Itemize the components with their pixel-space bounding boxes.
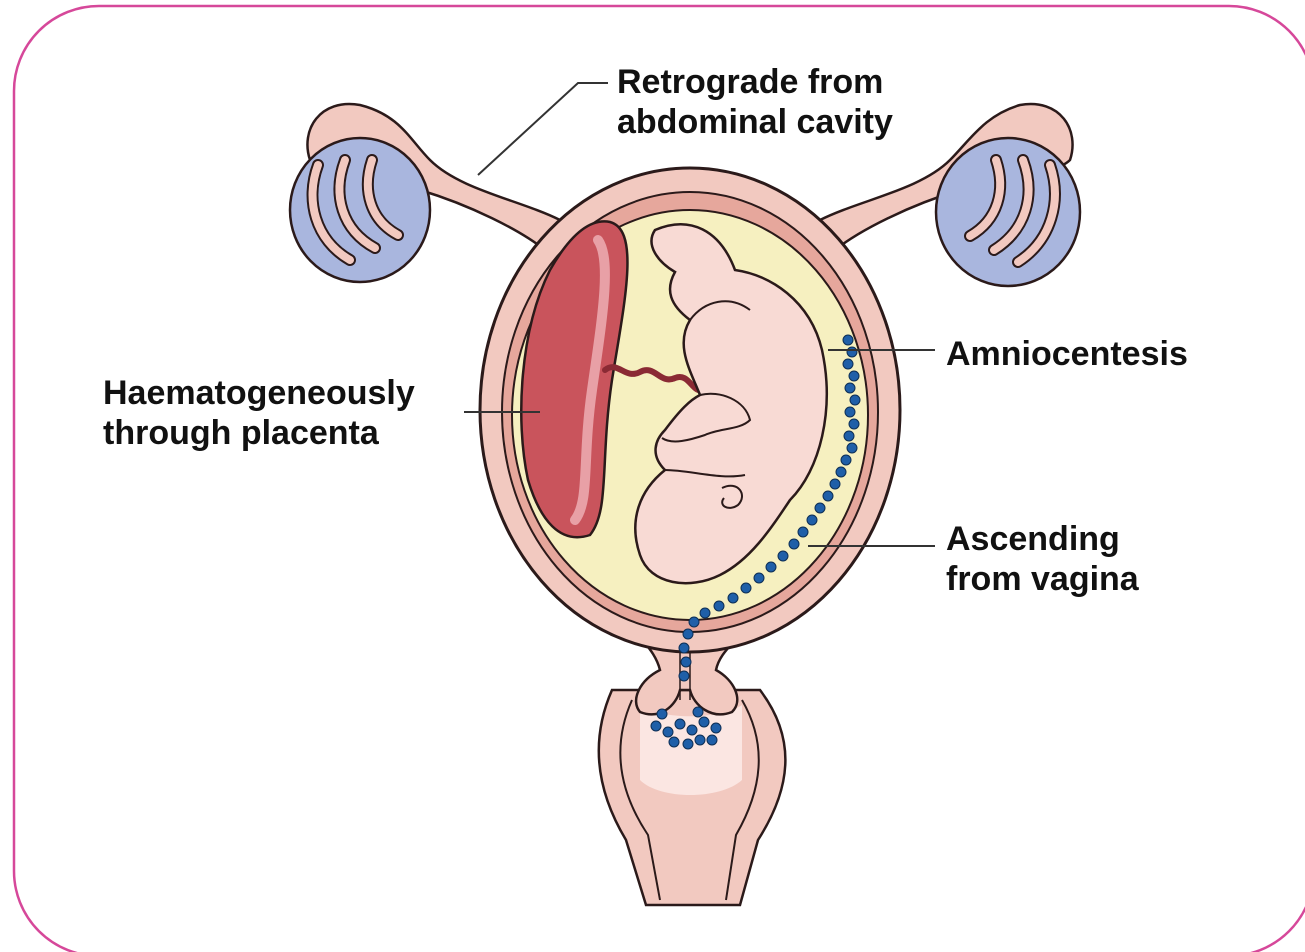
label-amniocentesis: Amniocentesis xyxy=(946,335,1188,373)
left-ovary xyxy=(290,138,430,282)
right-ovary xyxy=(936,138,1080,286)
